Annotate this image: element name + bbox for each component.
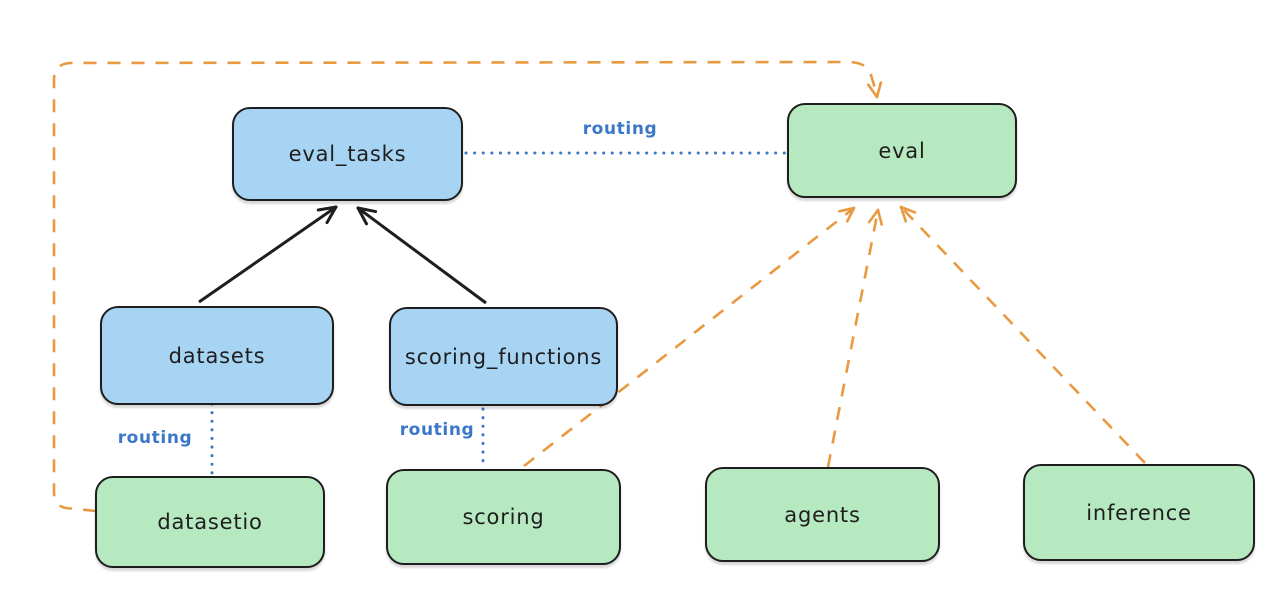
arrowhead (876, 208, 883, 226)
edge-scoring-functions-to-eval-tasks (357, 206, 487, 305)
node-scoring: scoring (386, 469, 621, 565)
arrowhead (845, 206, 856, 223)
node-label: scoring_functions (404, 344, 603, 369)
node-datasets: datasets (100, 306, 334, 405)
node-eval-tasks: eval_tasks (232, 107, 463, 201)
arrowhead (838, 206, 856, 213)
node-label: eval_tasks (288, 142, 407, 166)
arrowhead (325, 205, 338, 225)
edge-inference-to-eval (900, 206, 1146, 464)
node-datasetio: datasetio (95, 476, 325, 568)
arrowhead (356, 206, 378, 214)
node-label: datasetio (157, 510, 263, 534)
edge-label-routing: routing (117, 428, 193, 448)
node-scoring-functions: scoring_functions (389, 307, 618, 406)
node-inference: inference (1023, 464, 1255, 561)
node-label: datasets (168, 343, 266, 368)
arrowhead (875, 81, 883, 99)
edge-datasets-to-eval-tasks (198, 205, 337, 304)
arrowhead (316, 205, 338, 212)
node-label: eval (878, 138, 926, 163)
node-label: inference (1086, 500, 1192, 525)
node-agents: agents (705, 467, 940, 562)
edge-label-routing: routing (399, 420, 475, 440)
node-eval: eval (787, 103, 1017, 198)
edge-label-routing: routing (582, 119, 658, 139)
arrowhead (356, 206, 369, 226)
node-label: scoring (462, 505, 545, 529)
arrowhead (867, 83, 879, 99)
node-label: agents (784, 502, 861, 527)
arrowhead (899, 205, 908, 223)
arrowhead (867, 208, 880, 224)
arrowhead (899, 205, 917, 214)
edge-agents-to-eval (826, 209, 880, 468)
